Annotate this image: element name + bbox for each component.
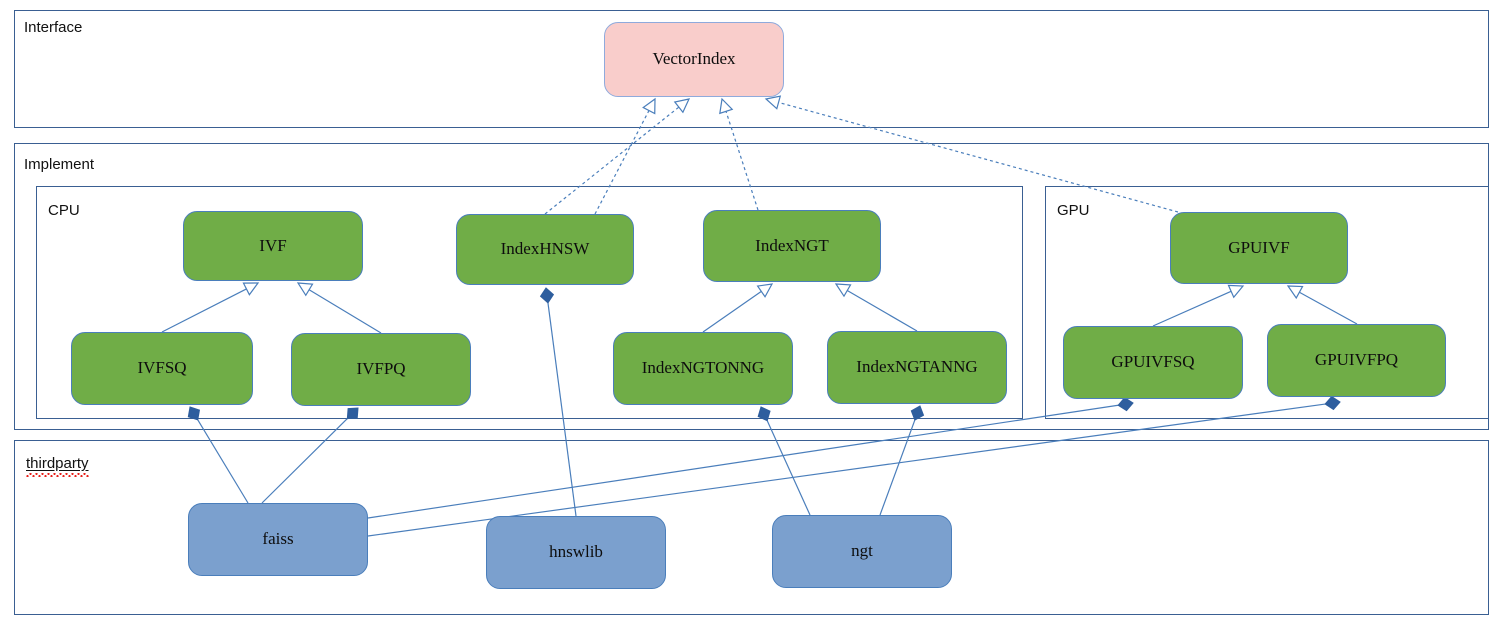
node-ivf[interactable]: IVF [183,211,363,281]
node-ngt[interactable]: ngt [772,515,952,588]
node-gpuivfsq[interactable]: GPUIVFSQ [1063,326,1243,399]
node-label: IndexNGT [755,235,829,255]
node-label: IndexNGTONNG [641,358,765,378]
node-label: faiss [262,529,294,549]
node-label: IVFSQ [137,358,187,378]
node-vectorindex[interactable]: VectorIndex [604,22,784,97]
group-label-cpu: CPU [48,202,80,219]
node-label: IVF [259,235,287,255]
node-label: VectorIndex [652,49,736,69]
node-hnswlib[interactable]: hnswlib [486,516,666,589]
node-label: IVFPQ [356,359,406,379]
node-label: hnswlib [549,542,603,562]
node-faiss[interactable]: faiss [188,503,368,576]
node-label: GPUIVF [1228,237,1290,257]
node-label: ngt [851,541,873,561]
group-label-gpu: GPU [1057,202,1090,219]
spellcheck-squiggle-icon [26,473,89,477]
node-ivfpq[interactable]: IVFPQ [291,333,471,406]
node-label: IndexNGTANNG [856,357,978,377]
node-indexngtonng[interactable]: IndexNGTONNG [613,332,793,405]
node-label: IndexHNSW [500,239,590,259]
group-label-interface: Interface [24,19,83,36]
group-label-implement: Implement [24,156,95,173]
node-indexhnsw[interactable]: IndexHNSW [456,214,634,285]
node-label: GPUIVFSQ [1111,352,1195,372]
node-gpuivf[interactable]: GPUIVF [1170,212,1348,284]
node-indexngt[interactable]: IndexNGT [703,210,881,282]
node-gpuivfpq[interactable]: GPUIVFPQ [1267,324,1446,397]
group-label-thirdparty: thirdparty [26,456,89,477]
node-ivfsq[interactable]: IVFSQ [71,332,253,405]
node-label: GPUIVFPQ [1314,350,1399,370]
node-indexngtanng[interactable]: IndexNGTANNG [827,331,1007,404]
